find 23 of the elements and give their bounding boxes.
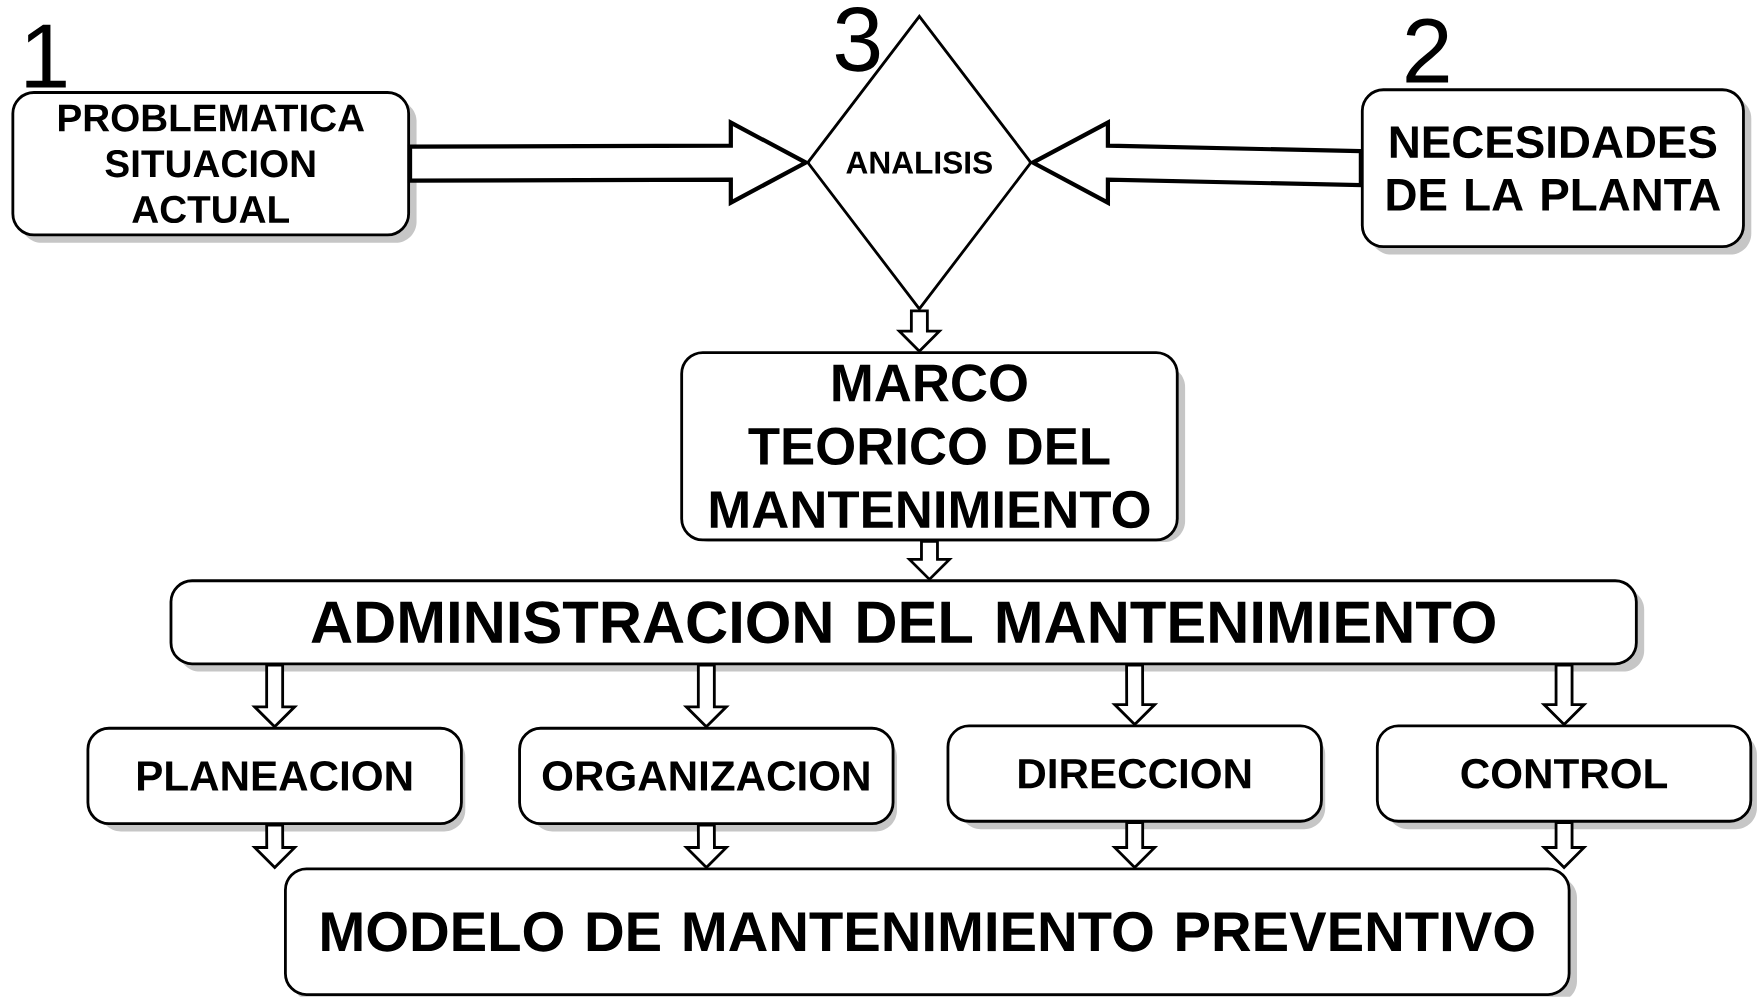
arrow [407, 119, 811, 207]
callout-number: 2 [1406, 18, 1449, 83]
arrow [1540, 821, 1588, 870]
arrow [251, 663, 299, 729]
process-box: CONTROL [1375, 724, 1757, 830]
arrow [251, 823, 299, 870]
arrow [682, 663, 730, 729]
process-box: PROBLEMATICA SITUACION ACTUAL [11, 91, 417, 243]
process-box: DIRECCION [946, 724, 1326, 830]
arrow [906, 540, 953, 582]
arrow [1028, 119, 1363, 207]
process-box: ORGANIZACION [518, 726, 897, 832]
process-box: MODELO DE MANTENIMIENTO PREVENTIVO [284, 867, 1577, 997]
arrow [1540, 663, 1588, 727]
arrow [1111, 821, 1159, 870]
process-box: ADMINISTRACION DEL MANTENIMIENTO [169, 579, 1645, 672]
process-box: MARCO TEORICO DEL MANTENIMIENTO [680, 351, 1186, 543]
callout-number: 1 [26, 24, 66, 88]
arrow [1111, 663, 1159, 727]
process-box: NECESIDADES DE LA PLANTA [1360, 88, 1752, 255]
arrow [683, 823, 730, 870]
arrow [895, 309, 943, 354]
process-box: PLANEACION [86, 726, 466, 832]
